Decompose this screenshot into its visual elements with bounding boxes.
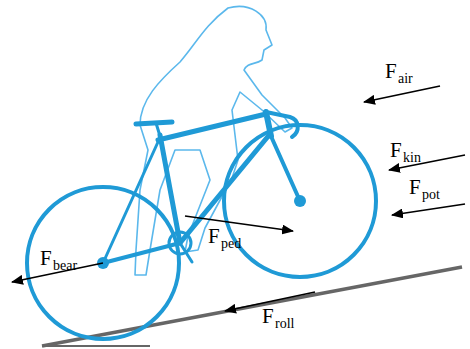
force-subscript: kin xyxy=(403,151,421,165)
force-symbol: F xyxy=(390,140,402,161)
front-hub xyxy=(294,195,306,207)
handlebar xyxy=(266,112,298,137)
potential-force-arrow xyxy=(392,204,465,215)
force-symbol: F xyxy=(208,226,220,247)
air-force-arrow xyxy=(364,86,440,102)
ground-line xyxy=(42,345,150,347)
seat-tube xyxy=(160,135,180,243)
force-symbol: F xyxy=(40,248,52,269)
force-symbol: F xyxy=(409,177,421,198)
incline-line xyxy=(42,267,462,346)
force-subscript: bear xyxy=(53,259,77,273)
bicycle xyxy=(27,112,376,339)
force-symbol: F xyxy=(385,61,397,82)
force-subscript: pot xyxy=(422,188,440,202)
chainstay xyxy=(103,243,180,263)
crank xyxy=(180,243,192,262)
fork xyxy=(270,134,300,201)
seat-post xyxy=(156,123,160,136)
force-subscript: roll xyxy=(275,317,294,331)
front-wheel xyxy=(224,125,376,277)
force-subscript: ped xyxy=(221,237,241,251)
force-symbol: F xyxy=(262,306,274,327)
seat-stay xyxy=(103,142,158,263)
saddle xyxy=(136,122,172,124)
force-subscript: air xyxy=(398,72,413,86)
force-arrows xyxy=(12,86,465,311)
pedal-force-arrow xyxy=(185,216,293,231)
top-tube xyxy=(158,114,266,140)
